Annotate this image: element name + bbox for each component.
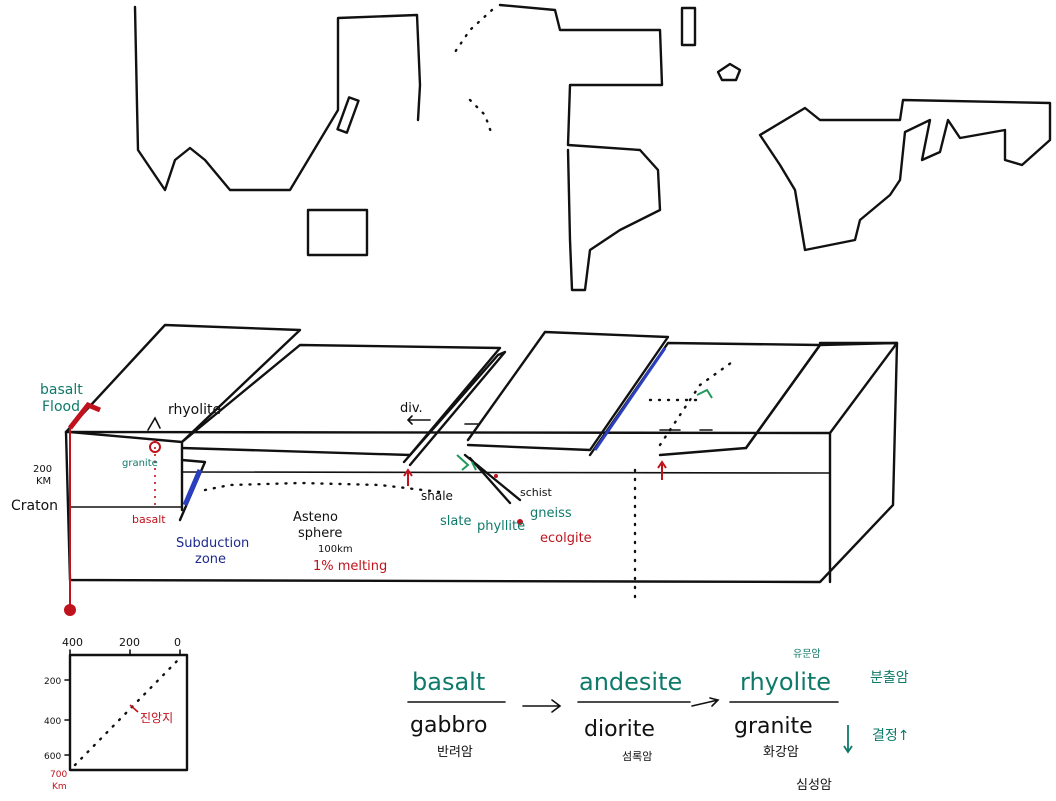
graph-x-tick-2: 200 [119,636,140,649]
label-astheno-2: sphere [298,526,342,541]
metamorphic-green [456,454,477,471]
block-front-top [64,430,832,435]
continent-outline-left [133,5,422,192]
rock-top-basalt: basalt [412,668,485,696]
graph-y-tick-1: 200 [44,677,61,687]
graph-curve [73,656,182,767]
block-labels: basalt Flood rhyolite granite 200 KM Cra… [11,382,592,574]
graph-label-arrow [129,704,139,713]
div-arrow [406,415,431,425]
continent-outlines [133,3,1052,292]
label-rhyolite: rhyolite [168,402,221,418]
label-depth-unit: KM [36,476,51,487]
eclogite-dot [517,519,523,525]
graph-y-tick-4: 700 [50,770,67,780]
ridge-blue-line [593,347,667,451]
label-zone: zone [195,552,226,567]
label-slate: slate [440,514,471,529]
continent-outline-middle [498,3,664,292]
rock-top-rhyolite: rhyolite [740,668,831,696]
continent-right-block [744,341,899,450]
graph-y-unit: Km [52,782,67,792]
label-phyllite: phyllite [477,519,525,534]
graph-x-tick-3: 0 [174,636,181,649]
red-arrow-up-2 [657,460,667,480]
graph-frame [68,653,189,772]
label-subduction: Subduction [176,536,249,551]
label-eclogite: ecolgite [540,531,592,546]
label-flood: Flood [42,399,80,415]
rhyolite-pointer [147,416,161,431]
label-depth-value: 200 [33,464,52,475]
subduction-slab-left-blue [182,469,203,506]
rift-green-mark [696,388,713,399]
rock-top-andesite: andesite [579,668,682,696]
label-granite: granite [122,458,158,469]
label-basalt-small: basalt [132,513,166,526]
rock-bottom-diorite: diorite [584,717,655,742]
asthenosphere-line [203,481,442,494]
rift-line [658,358,737,447]
label-div: div. [400,401,423,416]
graph-ticks-x [69,649,181,656]
granite-body [149,441,161,453]
trench-slab [463,453,522,505]
basalt-flood-top [68,401,101,430]
graph-ticks-y [64,679,71,756]
red-marker-1 [494,474,498,478]
lithosphere-line-2 [181,471,831,474]
graph-x-tick-1: 400 [62,636,83,649]
rock-diorite-korean: 섬록암 [622,750,652,763]
ocean-slab-left [180,343,502,457]
island-top-right [680,6,697,47]
rock-table: basalt andesite rhyolite 유문암 분출암 gabbro … [407,648,910,793]
block-diagram [64,323,899,616]
label-melting: 1% melting [313,559,387,574]
label-astheno-1: Asteno [293,510,338,525]
small-block [306,208,369,257]
dotted-arc-2 [468,98,494,137]
label-basalt: basalt [40,382,83,398]
graph-y-tick-2: 400 [44,717,61,727]
rock-intrusive: 심성암 [796,778,832,793]
rock-arrow-1 [522,699,562,713]
rock-bottom-gabbro: gabbro [410,713,487,738]
rock-extrusive: 분출암 [870,670,909,686]
island-small [716,62,742,82]
continent-outline-right [758,98,1052,252]
graph-y-tick-3: 600 [44,752,61,762]
depth-graph: 400 200 0 200 400 600 700 Km 진앙지 [44,636,189,792]
label-astheno-3: 100km [318,544,353,555]
craton-block [64,323,302,512]
rock-crystallization: 결정↑ [872,728,910,744]
rock-arrow-2 [691,697,720,707]
graph-curve-label: 진앙지 [140,711,173,725]
red-arrow-up-1 [403,468,413,486]
label-gneiss: gneiss [530,506,572,521]
plume-head [64,604,76,616]
label-shale: shale [421,489,453,503]
rock-gabbro-korean: 반려암 [437,745,473,760]
ridge-left [402,350,507,467]
rock-granite-korean: 화강암 [763,745,799,760]
ridge-right [466,330,670,452]
island-left [336,96,360,134]
rock-rhyolite-korean: 유문암 [793,648,821,660]
crystallization-arrow [843,725,853,754]
label-craton: Craton [11,498,58,514]
dotted-arc [453,8,494,54]
rock-bottom-granite: granite [734,714,813,739]
label-schist: schist [520,486,553,499]
